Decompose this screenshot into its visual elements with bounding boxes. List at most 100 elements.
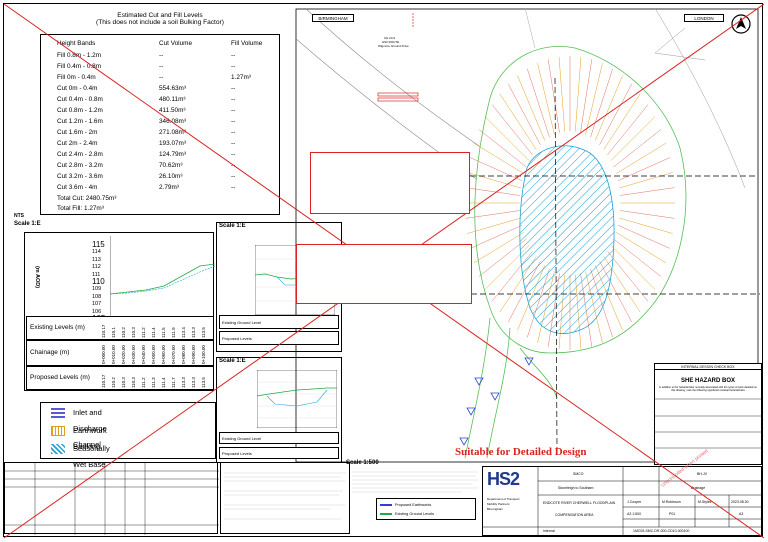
hs2-logo: HS2 xyxy=(487,469,520,489)
key-swatch-proposed xyxy=(380,504,392,506)
key-swatch-existing xyxy=(380,513,392,515)
section-c: Scale 1:E Existing Ground Level Proposed… xyxy=(216,357,342,463)
section-value: 113.3 xyxy=(191,327,196,338)
cell-cut: -- xyxy=(159,52,164,59)
cut-fill-table: Estimated Cut and Fill Levels (This does… xyxy=(40,10,280,215)
drawing-title-2: COMPENSATION AREA xyxy=(555,513,594,517)
section-c-proposed-row: Proposed Levels xyxy=(219,447,339,459)
section-value: 111.4 xyxy=(151,327,156,338)
section-c-proposed-label: Proposed Levels xyxy=(222,451,252,456)
status-stamp: Suitable for Detailed Design xyxy=(455,446,587,458)
drawing-number: 1MC05-SMC-DR-000-CD10-000100 xyxy=(633,529,690,533)
rev-value: P01 xyxy=(669,512,676,516)
section-c-profile xyxy=(257,370,337,428)
section-value: 113.4 xyxy=(181,327,186,338)
table-row: Cut 0m - 0.4m 554.63m³ -- xyxy=(41,83,281,94)
total-cut: Total Cut: 2480.75m³ xyxy=(57,195,117,202)
cell-band: Fill 0.4m - 0.8m xyxy=(57,63,102,70)
existing-levels-label: Existing Levels (m) xyxy=(30,324,85,331)
revision-table xyxy=(4,462,219,535)
section-value: 110.3 xyxy=(131,377,136,388)
section-value: 0+040.00 xyxy=(141,345,146,364)
notes-box xyxy=(220,462,350,534)
checked-value: M.Robinson xyxy=(662,500,681,504)
section-value: 111.4 xyxy=(161,377,166,388)
cell-cut: 26.10m³ xyxy=(159,173,183,180)
section-value: 113.5 xyxy=(201,327,206,338)
cell-fill: -- xyxy=(231,107,236,114)
cell-band: Cut 0.4m - 0.8m xyxy=(57,96,103,103)
section-b-scale: Scale 1:E xyxy=(219,223,246,229)
legend-swatch-banking xyxy=(51,426,65,436)
client-line-3: Birmingham xyxy=(487,507,504,511)
nts-label: NTS xyxy=(14,213,24,219)
y-tick: 108 xyxy=(92,293,102,300)
cell-cut: 124.79m³ xyxy=(159,151,186,158)
y-tick: 110 xyxy=(92,277,105,286)
cell-fill: -- xyxy=(231,151,236,158)
col-cut-volume: Cut Volume xyxy=(159,40,193,47)
cell-cut: 480.11m³ xyxy=(159,96,186,103)
section-value: 0+060.00 xyxy=(161,345,166,364)
section-value: 113.3 xyxy=(181,377,186,388)
section-value: 111.2 xyxy=(141,327,146,338)
cell-band: Cut 2m - 2.4m xyxy=(57,140,98,147)
col-fill-volume: Fill Volume xyxy=(231,40,263,47)
key-existing-label: Existing Ground Levels xyxy=(395,512,435,516)
drawn-value: J.Cooper xyxy=(627,500,642,504)
section-value: 0+100.00 xyxy=(201,345,206,364)
location-value: Stoneleigh to Southam xyxy=(558,486,594,490)
blank-stamp-2 xyxy=(296,244,472,304)
y-tick: 109 xyxy=(92,286,102,293)
cell-fill: 1.27m³ xyxy=(231,74,251,81)
blank-stamp-1 xyxy=(310,152,470,214)
cell-cut: 193.07m³ xyxy=(159,140,186,147)
section-value: 113.5 xyxy=(201,377,206,388)
section-value: 110.2 xyxy=(121,327,126,338)
section-value: 110.17 xyxy=(101,324,106,338)
section-value: 0+020.00 xyxy=(121,345,126,364)
cell-cut: 554.63m³ xyxy=(159,85,186,92)
section-b-existing-label: Existing Ground Level xyxy=(222,320,262,325)
section-b-proposed-label: Proposed Levels xyxy=(222,336,252,341)
cell-fill: -- xyxy=(231,173,236,180)
code-value: BH-JV xyxy=(697,472,708,476)
cell-cut: -- xyxy=(159,63,164,70)
cell-fill: -- xyxy=(231,184,236,191)
cell-band: Cut 0m - 0.4m xyxy=(57,85,98,92)
cell-fill: -- xyxy=(231,162,236,169)
y-tick: 107 xyxy=(92,301,102,308)
cell-band: Fill 0m - 0.4m xyxy=(57,74,96,81)
section-c-existing-row: Existing Ground Level xyxy=(219,432,339,444)
section-value: 0+050.00 xyxy=(151,345,156,364)
section-value: 111.3 xyxy=(151,377,156,388)
sheet-value: A3 xyxy=(739,512,744,516)
birmingham-label: BIRMINGHAM xyxy=(312,14,354,22)
cell-fill: -- xyxy=(231,85,236,92)
table-row: Fill 0m - 0.4m -- 1.27m³ xyxy=(41,72,281,83)
date-value: 2023.08.30 xyxy=(731,500,749,504)
section-c-scale: Scale 1:E xyxy=(219,358,246,364)
cell-fill: -- xyxy=(231,96,236,103)
section-a-y-label: (m AOD) xyxy=(34,265,41,289)
section-value: 113.3 xyxy=(191,377,196,388)
table-row: Fill 0.8m - 1.2m---- xyxy=(41,50,281,61)
hazard-box: INTERNAL DESIGN CHECK BOX SHE HAZARD BOX… xyxy=(654,363,762,465)
table-subtitle: (This does not include a soil Bulking Fa… xyxy=(96,19,224,26)
table-title: Estimated Cut and Fill Levels xyxy=(117,12,203,19)
y-tick: 112 xyxy=(92,264,101,271)
cell-cut: -- xyxy=(159,74,164,81)
y-tick: 115 xyxy=(92,240,105,249)
legend-swatch-inlet xyxy=(51,408,65,418)
cell-cut: 411.50m³ xyxy=(159,107,186,114)
approved-value: M.Styles xyxy=(698,500,712,504)
legend-swatch-wet-base xyxy=(51,444,65,454)
section-b-proposed-row: Proposed Levels xyxy=(219,331,339,345)
section-c-existing-label: Existing Ground Level xyxy=(222,436,262,441)
